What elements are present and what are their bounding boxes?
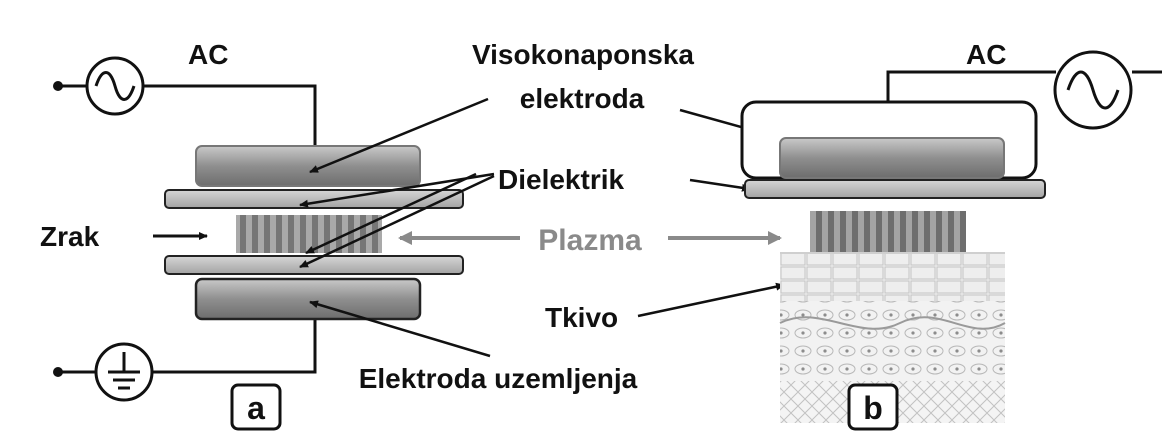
panel-a-label: a — [247, 390, 265, 426]
dielectric-arrow-b — [689, 178, 751, 192]
annotations: Visokonaponska elektroda Dielektrik Plaz… — [299, 39, 857, 394]
tissue-arrow — [637, 282, 785, 318]
ground-electrode-arrow — [309, 300, 491, 358]
ac-wire-left — [60, 84, 317, 146]
dielectric-b — [744, 179, 1046, 199]
plasma-b — [810, 211, 966, 253]
dielectric-bottom-a — [164, 255, 464, 275]
ac-sine-source-icon — [85, 56, 145, 116]
ground-symbol-icon — [94, 342, 154, 402]
hv-electrode-label-line1: Visokonaponska — [472, 39, 694, 70]
hv-electrode-arrow-a — [309, 97, 489, 174]
air-label: Zrak — [40, 221, 100, 252]
plasma-label: Plazma — [538, 224, 642, 257]
dielectric-arrow-top-a — [299, 172, 495, 208]
dielectric-label: Dielektrik — [498, 164, 624, 195]
ground-wire-left — [60, 318, 317, 374]
hv-electrode-b — [779, 137, 1005, 179]
hv-electrode-a — [195, 145, 421, 187]
ac-wire-right — [886, 70, 1162, 102]
panel-b-box — [847, 383, 899, 431]
panel-b-label: b — [863, 390, 883, 426]
plasma-a — [236, 215, 382, 253]
ac-sine-source-icon — [1053, 50, 1133, 130]
dielectric-arrow-bottom-a-2 — [305, 172, 477, 255]
hv-electrode-label-line2: elektroda — [520, 83, 645, 114]
tissue-label: Tkivo — [545, 302, 618, 333]
ground-electrode-label: Elektroda uzemljenja — [359, 363, 638, 394]
ac-label-right: AC — [966, 39, 1006, 70]
panel-b: AC b — [740, 39, 1162, 431]
dielectric-arrow-bottom-a-1 — [299, 174, 495, 269]
tissue-b — [779, 252, 1006, 423]
panel-a: AC Zrak a — [40, 39, 464, 431]
dielectric-top-a — [164, 189, 464, 209]
ground-electrode-a — [194, 277, 422, 321]
ac-label-left: AC — [188, 39, 228, 70]
panel-a-box — [230, 383, 282, 431]
